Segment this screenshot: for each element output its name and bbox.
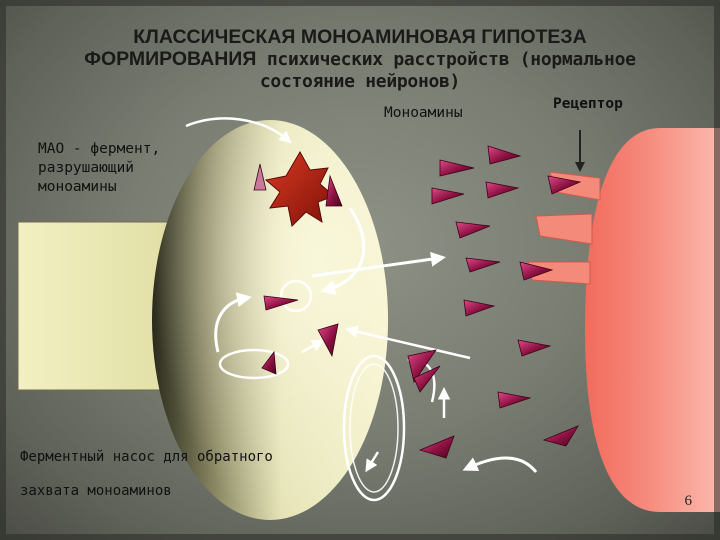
receptor-site <box>535 213 593 245</box>
monoamine <box>455 221 491 239</box>
receptor-label: Рецептор <box>553 96 623 112</box>
monoamines <box>253 145 582 459</box>
pump-ring <box>218 348 290 380</box>
monoamine <box>325 174 343 207</box>
page-title: КЛАССИЧЕСКАЯ МОНОАМИНОВАЯ ГИПОТЕЗА ФОРМИ… <box>0 26 720 93</box>
monoamine <box>517 339 552 357</box>
monoamines-label: Моноамины <box>384 105 463 121</box>
reuptake-pump <box>342 354 406 502</box>
monoamine <box>439 159 475 177</box>
arrow-small <box>301 339 325 354</box>
mao-label-line-3: моноамины <box>38 179 117 195</box>
flow-arrows <box>185 117 538 473</box>
mao-enzyme <box>264 150 335 228</box>
mao-label: МАО - фермент, разрушающий моноамины <box>38 140 198 197</box>
pump-label: Ферментный насос для обратного захвата м… <box>20 440 273 508</box>
title-line-2-bold: ФОРМИРОВАНИЯ <box>84 48 257 70</box>
monoamine <box>413 365 441 393</box>
monoamine <box>407 349 437 383</box>
arrow-recycle <box>214 292 252 353</box>
monoamine <box>497 391 532 409</box>
monoamine <box>547 175 582 195</box>
title-line-2: ФОРМИРОВАНИЯ психических расстройств (но… <box>0 48 720 71</box>
monoamine <box>317 323 339 358</box>
monoamine <box>485 181 520 199</box>
arrow-release <box>320 207 366 295</box>
monoamine <box>261 350 277 375</box>
pump-label-line-1: Ферментный насос для обратного <box>20 449 273 465</box>
title-line-2-rest: психических расстройств (нормальное <box>256 49 636 70</box>
monoamine <box>431 187 465 205</box>
monoamine <box>418 435 455 459</box>
arrow-back <box>462 456 538 473</box>
postsynaptic-cell <box>585 128 720 512</box>
monoamine <box>519 261 554 281</box>
arrow-down <box>365 451 380 473</box>
title-line-3: состояние нейронов) <box>259 71 461 92</box>
page-number: 6 <box>684 493 693 509</box>
mao-label-line-2: разрушающий <box>38 160 135 176</box>
mao-label-line-1: МАО - фермент, <box>38 141 161 157</box>
monoamine <box>465 257 501 273</box>
pointer-arrow <box>185 117 292 144</box>
arrow-reuptake <box>345 325 471 360</box>
monoamine <box>263 295 299 311</box>
vesicle-ring <box>279 279 313 313</box>
arrow-synapse <box>311 251 446 278</box>
title-line-1: КЛАССИЧЕСКАЯ МОНОАМИНОВАЯ ГИПОТЕЗА <box>133 26 587 48</box>
monoamine <box>463 299 496 317</box>
pump-label-line-2: захвата моноаминов <box>20 483 172 499</box>
monoamine <box>253 163 267 191</box>
monoamine <box>542 425 579 447</box>
monoamine <box>487 145 522 165</box>
